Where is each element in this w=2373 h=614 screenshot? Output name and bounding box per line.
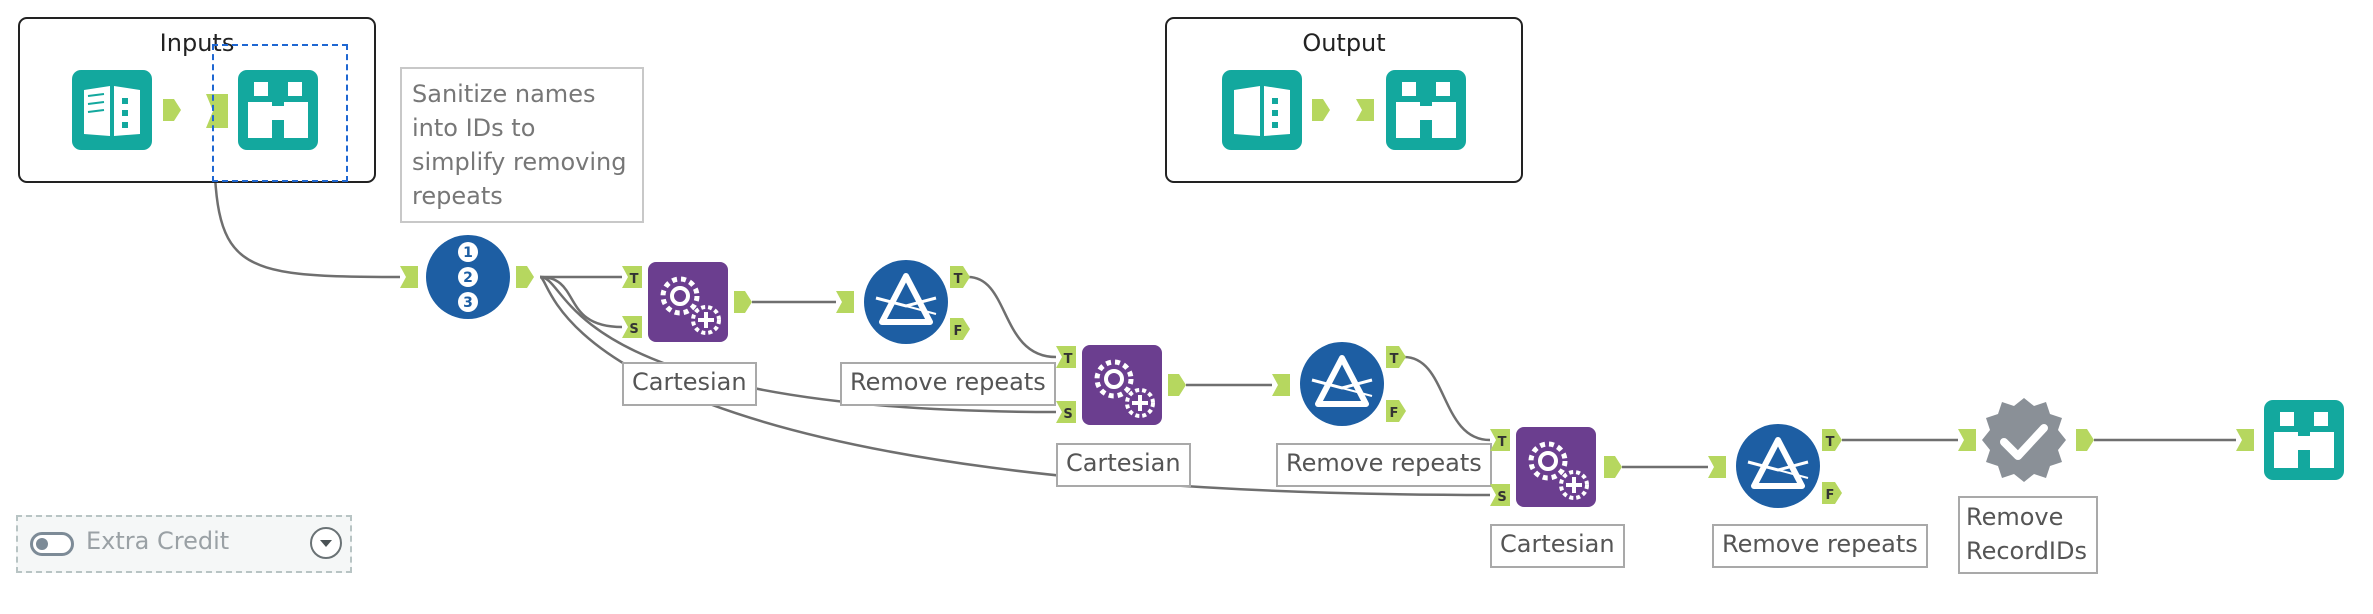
cartesian-macro-tool-2[interactable] <box>1080 343 1164 427</box>
remove-recordids-label: Remove RecordIDs <box>1958 496 2098 574</box>
filter-tool-2[interactable] <box>1298 340 1386 428</box>
inputs-container-title: Inputs <box>159 29 235 57</box>
cartesian-2-label: Cartesian <box>1056 443 1191 487</box>
cartesian-3-output-anchor[interactable] <box>1604 456 1622 478</box>
filter-prism-icon <box>1736 424 1820 508</box>
output-browse-anchor[interactable] <box>1356 99 1374 121</box>
cartesian-macro-tool-3[interactable] <box>1514 425 1598 509</box>
svg-text:2: 2 <box>463 270 473 286</box>
svg-text:T: T <box>1390 352 1399 367</box>
chevron-down-icon[interactable] <box>310 527 342 559</box>
cartesian-3-true-anchor[interactable]: T <box>1490 429 1510 451</box>
filter-2-input-anchor[interactable] <box>1272 374 1290 396</box>
svg-text:T: T <box>1498 435 1507 450</box>
recordid-output-anchor[interactable] <box>516 266 534 288</box>
selection-box <box>212 44 348 182</box>
filter-prism-icon <box>1300 342 1384 426</box>
svg-text:F: F <box>1390 406 1399 421</box>
extra-credit-toggle-container: Extra Credit <box>16 515 352 573</box>
cartesian-macro-tool-1[interactable] <box>646 260 730 344</box>
svg-text:S: S <box>1497 490 1506 505</box>
select-input-anchor[interactable] <box>1958 429 1976 451</box>
svg-text:T: T <box>630 272 639 287</box>
record-id-tool[interactable]: 1 2 3 <box>424 233 512 321</box>
svg-text:S: S <box>629 322 638 337</box>
cartesian-1-true-anchor[interactable]: T <box>622 266 642 288</box>
gears-macro-icon <box>648 262 728 342</box>
binoculars-browse-icon <box>2264 400 2344 480</box>
filter-1-input-anchor[interactable] <box>836 291 854 313</box>
book-input-icon <box>72 70 152 150</box>
filter-2-true-anchor[interactable]: T <box>1386 346 1406 368</box>
input-output-anchor[interactable] <box>163 99 181 121</box>
browse-input-anchor[interactable] <box>206 94 228 128</box>
input-data-tool[interactable] <box>70 68 154 152</box>
final-browse-tool[interactable] <box>2262 398 2346 482</box>
recordid-input-anchor[interactable] <box>400 266 418 288</box>
svg-text:T: T <box>954 272 963 287</box>
final-browse-input-anchor[interactable] <box>2236 429 2254 451</box>
filter-3-true-anchor[interactable]: T <box>1822 429 1842 451</box>
cartesian-2-source-anchor[interactable]: S <box>1056 401 1076 423</box>
comment-box[interactable]: Sanitize names into IDs to simplify remo… <box>400 67 644 223</box>
svg-text:1: 1 <box>463 245 473 261</box>
output-input-tool[interactable] <box>1220 68 1304 152</box>
cartesian-1-label: Cartesian <box>622 362 757 406</box>
svg-text:S: S <box>1063 407 1072 422</box>
svg-text:3: 3 <box>463 295 473 311</box>
output-input-anchor[interactable] <box>1312 99 1330 121</box>
filter-3-input-anchor[interactable] <box>1708 456 1726 478</box>
cartesian-2-output-anchor[interactable] <box>1168 374 1186 396</box>
gears-macro-icon <box>1082 345 1162 425</box>
output-browse-tool[interactable] <box>1384 68 1468 152</box>
filter-tool-1[interactable] <box>862 258 950 346</box>
cartesian-1-source-anchor[interactable]: S <box>622 316 642 338</box>
filter-1-true-anchor[interactable]: T <box>950 266 970 288</box>
cartesian-3-label: Cartesian <box>1490 524 1625 568</box>
svg-text:F: F <box>954 324 963 339</box>
binoculars-browse-icon <box>238 70 318 150</box>
binoculars-browse-icon <box>1386 70 1466 150</box>
remove-repeats-1-label: Remove repeats <box>840 362 1056 406</box>
select-check-icon <box>1982 398 2066 482</box>
svg-text:F: F <box>1826 488 1835 503</box>
filter-prism-icon <box>864 260 948 344</box>
remove-repeats-2-label: Remove repeats <box>1276 443 1492 487</box>
svg-text:T: T <box>1064 352 1073 367</box>
extra-credit-toggle[interactable] <box>30 532 74 556</box>
record-id-icon: 1 2 3 <box>426 235 510 319</box>
browse-tool-inputs[interactable] <box>236 68 320 152</box>
output-container[interactable]: Output <box>1165 17 1523 183</box>
filter-1-false-anchor[interactable]: F <box>950 318 970 340</box>
filter-3-false-anchor[interactable]: F <box>1822 482 1842 504</box>
output-container-title: Output <box>1302 29 1386 57</box>
book-input-icon <box>1222 70 1302 150</box>
toggle-knob <box>36 538 48 550</box>
gears-macro-icon <box>1516 427 1596 507</box>
select-output-anchor[interactable] <box>2076 429 2094 451</box>
filter-2-false-anchor[interactable]: F <box>1386 400 1406 422</box>
cartesian-2-true-anchor[interactable]: T <box>1056 346 1076 368</box>
cartesian-3-source-anchor[interactable]: S <box>1490 484 1510 506</box>
cartesian-1-output-anchor[interactable] <box>734 291 752 313</box>
extra-credit-label: Extra Credit <box>86 527 230 555</box>
select-tool[interactable] <box>1980 396 2068 484</box>
remove-repeats-3-label: Remove repeats <box>1712 524 1928 568</box>
svg-text:T: T <box>1826 435 1835 450</box>
filter-tool-3[interactable] <box>1734 422 1822 510</box>
